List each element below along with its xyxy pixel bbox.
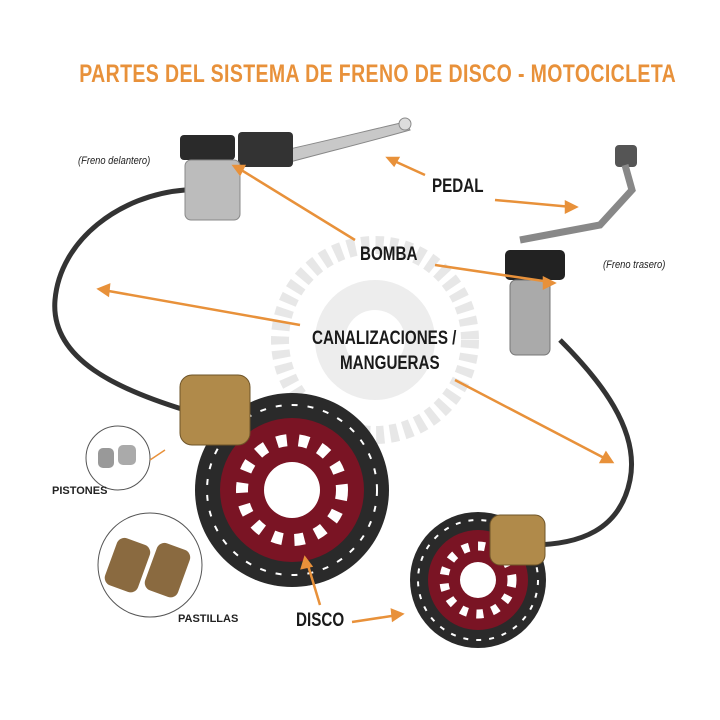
pedal-label: PEDAL xyxy=(432,176,484,197)
rear-master-cylinder xyxy=(505,145,637,356)
pads-label: PASTILLAS xyxy=(178,613,239,625)
front-master-cylinder xyxy=(180,117,412,221)
front-brake-label: (Freno delantero) xyxy=(78,155,151,167)
watermark-sprocket xyxy=(271,236,479,444)
disc-label: DISCO xyxy=(296,610,345,631)
pistons-label: PISTONES xyxy=(52,485,108,497)
pump-label: BOMBA xyxy=(360,244,418,265)
page-title: PARTES DEL SISTEMA DE FRENO DE DISCO - M… xyxy=(79,60,677,88)
front-hose xyxy=(52,187,186,413)
hoses-label-line2: MANGUERAS xyxy=(340,353,440,374)
rear-hose xyxy=(529,338,634,548)
rear-brake-label: (Freno trasero) xyxy=(603,259,666,271)
hoses-label-line1: CANALIZACIONES / xyxy=(312,328,457,349)
front-caliper xyxy=(179,374,251,446)
pointer-arrows xyxy=(96,156,615,624)
rear-caliper xyxy=(489,514,546,566)
